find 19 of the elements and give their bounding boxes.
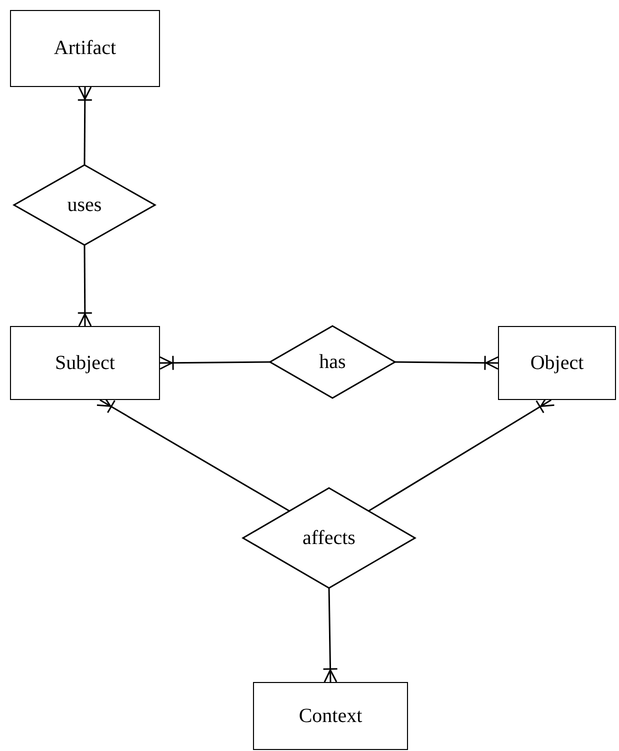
entity-name: Context bbox=[298, 704, 362, 728]
entity-box bbox=[498, 326, 616, 400]
relationship-name: affects bbox=[302, 526, 356, 550]
entity-name: Subject bbox=[55, 352, 115, 374]
relationship-line bbox=[322, 588, 338, 683]
relationship-diamond bbox=[270, 326, 395, 398]
entity-box bbox=[253, 682, 408, 750]
entity-box bbox=[10, 326, 160, 400]
entity-box bbox=[10, 10, 160, 87]
entity-name: Object bbox=[530, 352, 584, 374]
relationship-line bbox=[77, 245, 93, 327]
entity-name: Artifact bbox=[54, 37, 116, 60]
relationship-line bbox=[77, 86, 93, 165]
relationship-line bbox=[159, 355, 270, 371]
relationship-name: uses bbox=[67, 194, 102, 216]
relationship-diamond bbox=[14, 165, 155, 245]
relationship-diamond bbox=[243, 488, 415, 588]
relationship-line bbox=[395, 355, 499, 371]
relationship-name: has bbox=[319, 350, 346, 374]
